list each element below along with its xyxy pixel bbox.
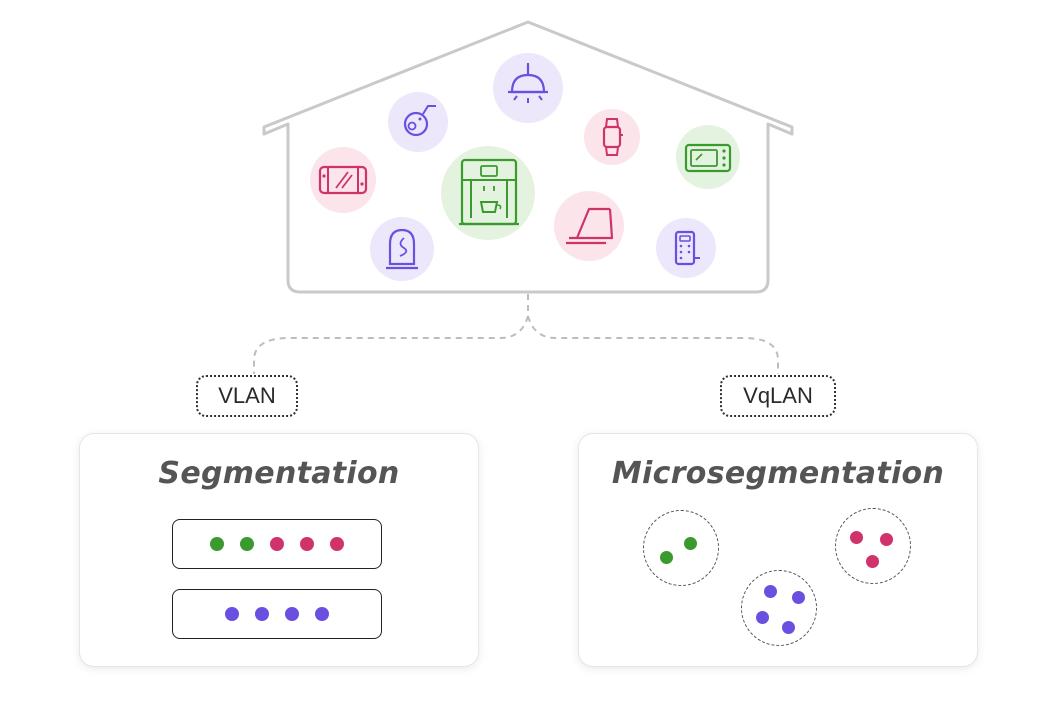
microwave-icon (676, 125, 740, 189)
microsegment-group-3 (835, 508, 911, 584)
purple-device-dot (782, 621, 795, 634)
pink-device-dot (270, 537, 284, 551)
ceiling-lamp-icon (493, 53, 563, 123)
microsegment-group-1 (643, 510, 719, 586)
vlan-tag-label: VLAN (218, 383, 276, 408)
house-outline (262, 20, 794, 294)
house-roof (262, 20, 794, 294)
purple-device-dot (225, 607, 239, 621)
pink-device-dot (850, 531, 863, 544)
coffee-machine-icon (441, 146, 535, 240)
segment-bar-1 (172, 519, 382, 569)
purple-device-dot (792, 591, 805, 604)
purple-device-dot (756, 611, 769, 624)
green-device-dot (210, 537, 224, 551)
segment-bar-2 (172, 589, 382, 639)
purple-device-dot (285, 607, 299, 621)
game-console-icon (310, 147, 376, 213)
vlan-tag: VLAN (196, 375, 298, 417)
purple-device-dot (764, 585, 777, 598)
purple-device-dot (255, 607, 269, 621)
connector-left (253, 315, 529, 374)
green-device-dot (240, 537, 254, 551)
green-device-dot (684, 537, 697, 550)
connectors (253, 294, 779, 374)
vqlan-tag: VqLAN (720, 375, 836, 417)
laptop-icon (554, 191, 624, 261)
segmentation-title: Segmentation (158, 456, 400, 491)
pink-device-dot (866, 555, 879, 568)
pink-device-dot (300, 537, 314, 551)
smart-speaker-icon (370, 217, 434, 281)
microsegmentation-panel: Microsegmentation (579, 434, 977, 666)
pink-device-dot (880, 533, 893, 546)
door-lock-icon (656, 218, 716, 278)
pink-device-dot (330, 537, 344, 551)
segmentation-panel: Segmentation (80, 434, 478, 666)
connector-right (527, 315, 779, 374)
microsegment-group-2 (741, 570, 817, 646)
smartwatch-icon (584, 109, 640, 165)
green-device-dot (660, 551, 673, 564)
vqlan-tag-label: VqLAN (743, 383, 813, 408)
purple-device-dot (315, 607, 329, 621)
microsegmentation-title: Microsegmentation (611, 456, 945, 491)
robot-vacuum-icon (388, 92, 448, 152)
